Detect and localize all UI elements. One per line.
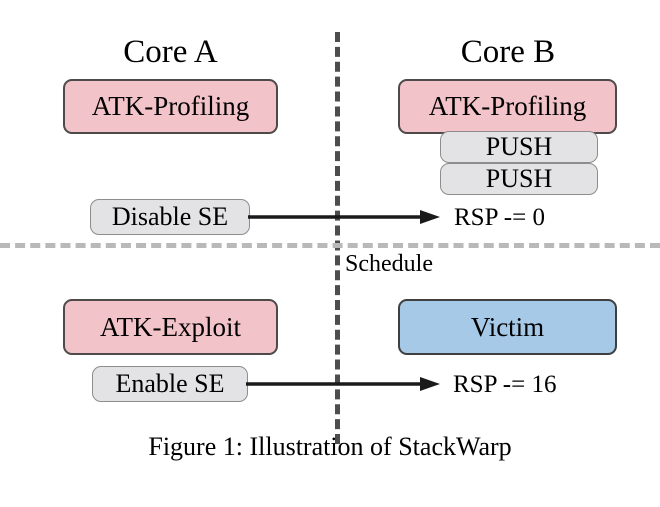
box-victim: Victim: [398, 299, 617, 355]
phase-divider-line: [0, 243, 660, 248]
box-disable-se: Disable SE: [90, 199, 250, 235]
box-push-1: PUSH: [440, 131, 598, 163]
text-rsp-profiling: RSP -= 0: [454, 204, 545, 231]
arrow-enable-se-to-rsp: [246, 377, 440, 391]
box-atk-profiling-core-a: ATK-Profiling: [63, 79, 278, 134]
box-enable-se: Enable SE: [92, 366, 248, 402]
box-push-2: PUSH: [440, 163, 598, 195]
text-rsp-exploit: RSP -= 16: [453, 371, 557, 398]
box-atk-exploit: ATK-Exploit: [63, 299, 278, 355]
core-divider-line: [335, 32, 340, 444]
figure-caption: Figure 1: Illustration of StackWarp: [148, 432, 512, 461]
core-b-title: Core B: [460, 34, 556, 70]
label-schedule: Schedule: [345, 251, 433, 277]
core-a-title: Core A: [123, 34, 218, 70]
box-atk-profiling-core-b: ATK-Profiling: [398, 79, 617, 134]
arrow-disable-se-to-rsp: [248, 210, 440, 224]
